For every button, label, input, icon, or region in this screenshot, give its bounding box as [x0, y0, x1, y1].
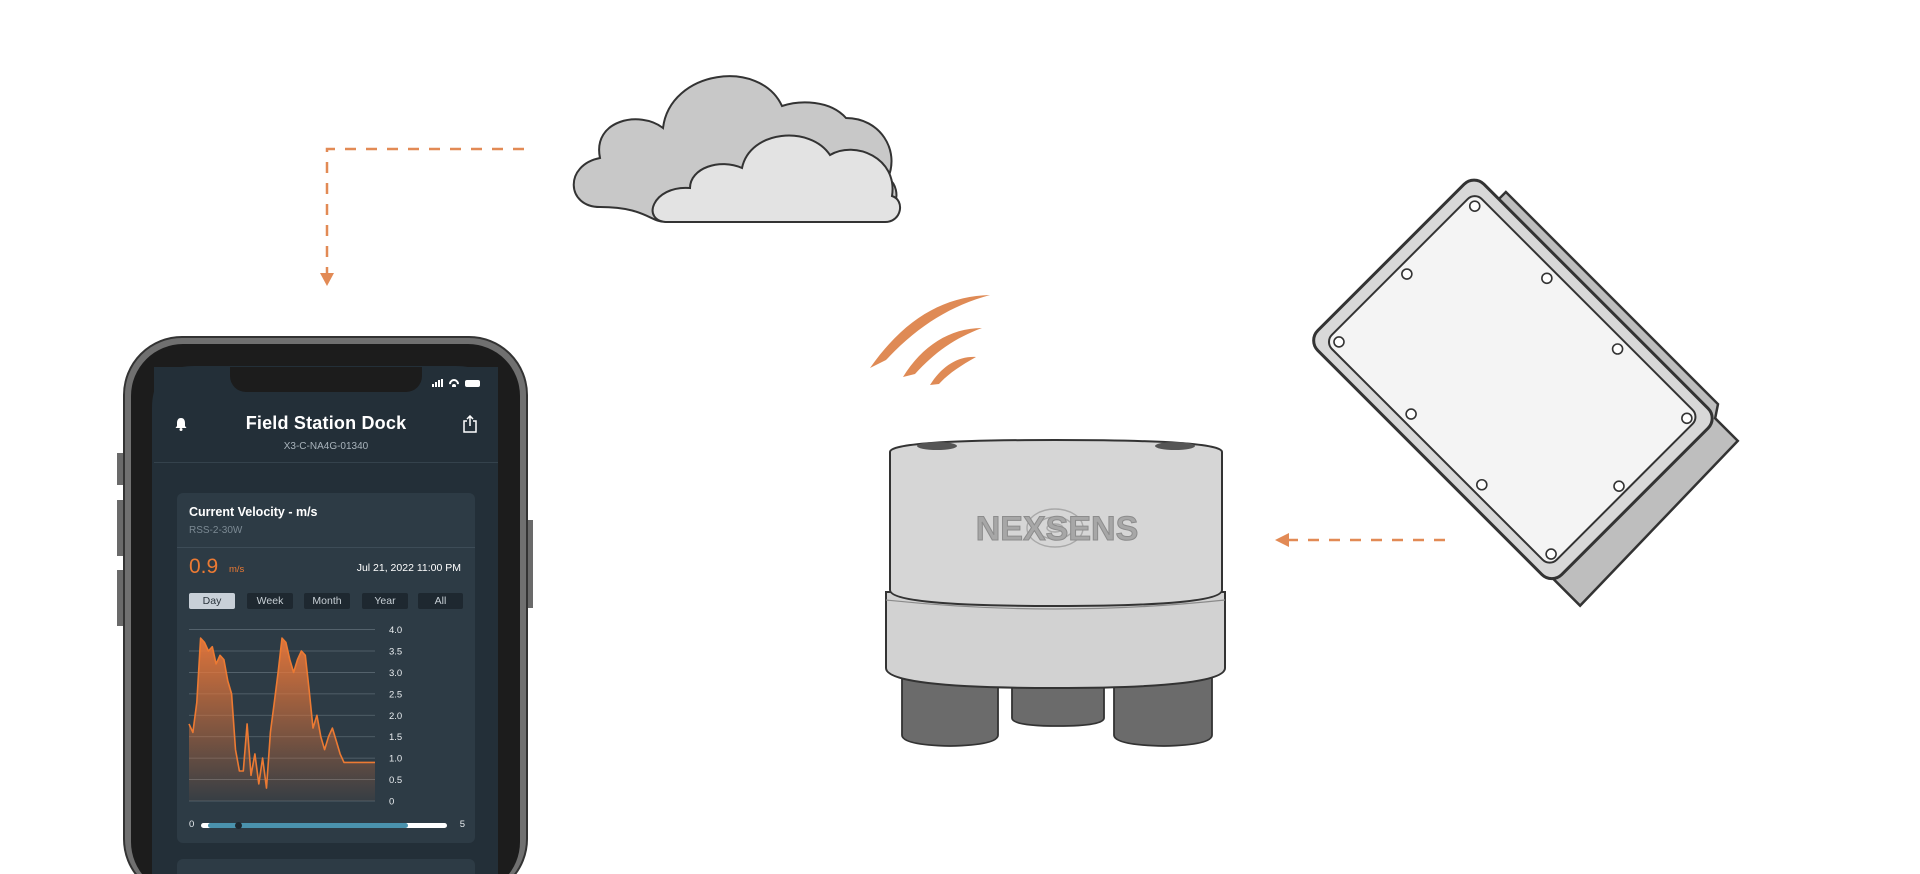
sensor-to-dock-arrow — [1275, 533, 1445, 547]
cloud-to-phone-arrow — [320, 147, 524, 286]
phone-screen: Field Station Dock X3-C-NA4G-01340 Curre… — [154, 367, 498, 874]
wireless-signal-icon — [870, 295, 990, 385]
tab-all[interactable]: All — [418, 593, 463, 609]
svg-text:NEXSENS: NEXSENS — [976, 510, 1139, 548]
y-tick-label: 1.5 — [389, 732, 402, 743]
slider-fill — [208, 823, 408, 828]
reading-unit: m/s — [229, 564, 245, 575]
slider-track[interactable] — [201, 822, 447, 829]
sensor-enclosure — [1312, 178, 1740, 608]
range-tabs: Day Week Month Year All — [189, 593, 463, 609]
slider-handle[interactable] — [234, 822, 242, 829]
chart-series-line — [188, 637, 375, 789]
battery-icon — [465, 379, 480, 387]
tab-day[interactable]: Day — [189, 593, 235, 609]
slider-max-label: 5 — [459, 819, 465, 830]
time-range-slider[interactable]: 0 5 — [189, 819, 465, 831]
card-title: Current Velocity - m/s — [189, 505, 318, 519]
y-tick-label: 4.0 — [389, 625, 402, 636]
phone-notch — [230, 367, 422, 392]
app-header: Field Station Dock X3-C-NA4G-01340 — [154, 404, 498, 463]
y-tick-label: 0 — [389, 797, 394, 808]
chart-svg: 4.03.53.02.52.01.51.00.50Jul 216:0012:00… — [188, 625, 402, 808]
cloud-icon — [572, 75, 901, 223]
reading-value: 0.9 — [189, 555, 219, 578]
card-subtitle: RSS-2-30W — [189, 525, 243, 536]
y-tick-label: 3.5 — [389, 647, 402, 658]
tab-year[interactable]: Year — [362, 593, 408, 609]
share-icon[interactable] — [462, 415, 478, 433]
velocity-chart: 4.03.53.02.52.01.51.00.50Jul 216:0012:00… — [177, 621, 475, 843]
slider-min-label: 0 — [189, 819, 195, 830]
y-tick-label: 2.0 — [389, 711, 402, 722]
tab-week[interactable]: Week — [247, 593, 293, 609]
next-card — [177, 859, 475, 874]
tab-month[interactable]: Month — [304, 593, 350, 609]
reading-time: Jul 21, 2022 11:00 PM — [356, 562, 461, 574]
status-bar — [432, 379, 480, 387]
station-id: X3-C-NA4G-01340 — [283, 441, 369, 452]
station-title: Field Station Dock — [245, 413, 407, 433]
card-divider — [177, 547, 475, 548]
nexsens-dock: NEXSENS — [885, 438, 1226, 747]
chart-area — [189, 638, 375, 801]
signal-icon — [432, 379, 443, 387]
y-tick-label: 0.5 — [389, 775, 402, 786]
velocity-card: Current Velocity - m/s RSS-2-30W 0.9 m/s… — [177, 493, 475, 843]
bell-icon[interactable] — [175, 417, 187, 431]
y-tick-label: 3.0 — [389, 668, 402, 679]
y-tick-label: 2.5 — [389, 689, 402, 700]
y-tick-label: 1.0 — [389, 754, 402, 765]
wifi-icon — [449, 379, 459, 387]
nexsens-logo: NEXSENS — [975, 508, 1139, 549]
